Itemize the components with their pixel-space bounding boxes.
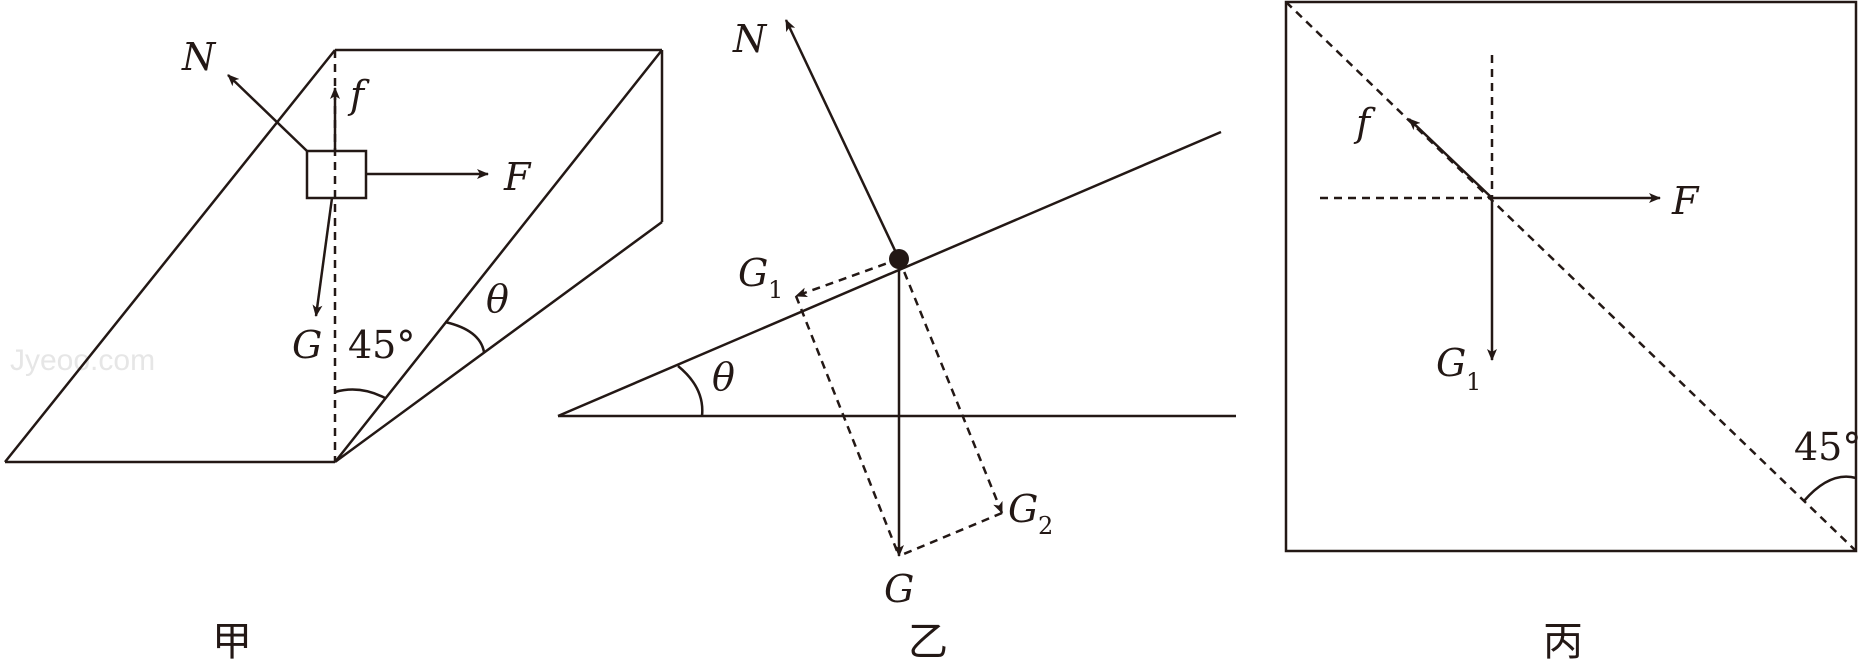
wedge-slope-line	[334, 49, 663, 463]
parallelogram-dash-bottom	[898, 511, 1003, 558]
panel-yi-labels: N G 1 G 2 G θ 乙	[712, 17, 1053, 665]
angle-45-arc	[1803, 475, 1857, 502]
label-f: f	[1353, 101, 1376, 145]
caption-yi: 乙	[908, 619, 948, 665]
wedge-left-edge	[4, 49, 336, 463]
diagonal-dashed-line	[1285, 1, 1857, 552]
force-f-arrow	[1408, 118, 1493, 199]
angle-theta-arc	[677, 365, 704, 417]
particle-dot	[889, 249, 909, 269]
panel-jia	[4, 48, 664, 464]
label-theta: θ	[712, 355, 735, 399]
wedge-bottom-edge	[334, 220, 663, 464]
label-G1: G	[1436, 341, 1466, 385]
label-angle-45: 45°	[348, 323, 415, 367]
label-N: N	[732, 17, 768, 61]
square-frame	[1284, 0, 1858, 553]
label-G1-subscript: 1	[768, 276, 783, 304]
panel-jia-labels: N f F G 45° θ 甲	[181, 35, 532, 665]
panel-yi	[557, 19, 1236, 558]
label-G: G	[884, 567, 914, 611]
label-theta: θ	[486, 277, 509, 321]
label-G2-subscript: 2	[1038, 512, 1053, 540]
angle-45-arc	[334, 388, 386, 400]
component-G2-arrow	[897, 258, 1004, 514]
label-angle-45: 45°	[1794, 425, 1861, 469]
label-f: f	[347, 73, 370, 117]
force-G-arrow	[312, 197, 334, 317]
caption-jia: 甲	[212, 619, 252, 665]
label-N: N	[181, 35, 217, 79]
label-G1: G	[738, 251, 768, 295]
label-G2: G	[1008, 487, 1038, 531]
panel-bing	[1284, 0, 1858, 553]
block	[305, 149, 368, 200]
label-G: G	[292, 323, 322, 367]
label-G1-subscript: 1	[1466, 368, 1481, 396]
force-N-arrow	[784, 19, 901, 260]
force-N-arrow	[227, 74, 308, 152]
label-F: F	[503, 155, 532, 199]
watermark-text: Jyeoo.com	[10, 344, 155, 377]
panel-bing-labels: f F G 1 45° 丙	[1353, 101, 1861, 665]
label-F: F	[1671, 179, 1700, 223]
caption-bing: 丙	[1543, 619, 1583, 665]
angle-theta-arc	[444, 320, 486, 353]
component-G1-arrow	[795, 257, 900, 298]
incline-line	[557, 130, 1222, 418]
parallelogram-dash-left	[794, 295, 901, 557]
